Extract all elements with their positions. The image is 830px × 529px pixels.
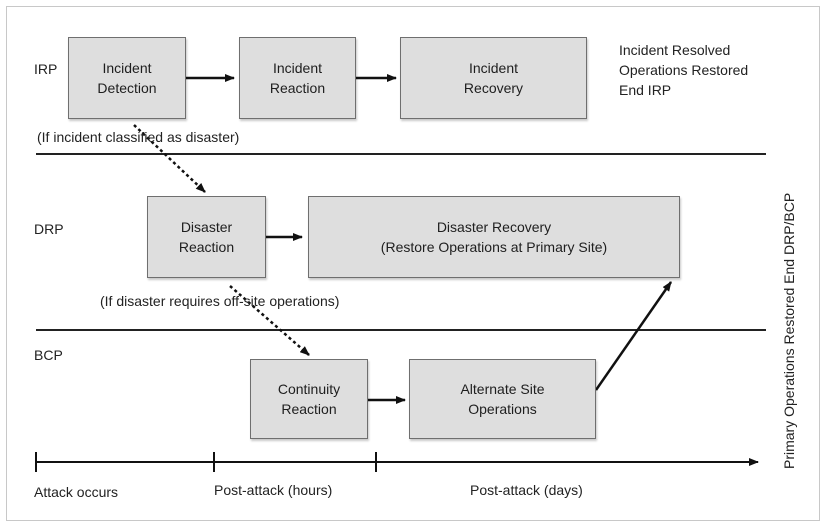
- continuity-reaction-label: Continuity Reaction: [277, 381, 341, 417]
- timeline-label-attack: Attack occurs: [34, 484, 119, 500]
- incident-reaction-label: Incident Reaction: [269, 60, 326, 96]
- incident-reaction-box: Incident Reaction: [239, 37, 356, 119]
- arrow-alternate-to-disaster-recovery: [594, 281, 673, 391]
- primary-operations-restored-note: Primary Operations Restored End DRP/BCP: [781, 192, 797, 469]
- incident-detection-box: Incident Detection: [68, 37, 186, 119]
- incident-classified-disaster-note: (If incident classified as disaster): [37, 129, 240, 145]
- dotted-arrow-incident-to-disaster: [133, 124, 206, 193]
- continuity-reaction-box: Continuity Reaction: [250, 359, 368, 439]
- lane-label-bcp: BCP: [34, 347, 63, 363]
- disaster-recovery-box: Disaster Recovery (Restore Operations at…: [308, 196, 680, 278]
- disaster-recovery-label: Disaster Recovery (Restore Operations at…: [380, 219, 608, 255]
- diagram-frame: [6, 6, 820, 521]
- incident-recovery-box: Incident Recovery: [400, 37, 587, 119]
- incident-recovery-label: Incident Recovery: [463, 60, 524, 96]
- irp-end-note: Incident Resolved Operations Restored En…: [619, 42, 749, 98]
- disaster-reaction-label: Disaster Reaction: [178, 219, 235, 255]
- disaster-offsite-note: (If disaster requires off-site operation…: [100, 293, 340, 309]
- lane-label-irp: IRP: [34, 61, 58, 77]
- timeline-label-hours: Post-attack (hours): [214, 482, 333, 498]
- incident-detection-label: Incident Detection: [97, 60, 157, 96]
- lane-label-drp: DRP: [34, 221, 64, 237]
- timeline-label-days: Post-attack (days): [470, 482, 583, 498]
- alternate-site-operations-box: Alternate Site Operations: [409, 359, 596, 439]
- disaster-reaction-box: Disaster Reaction: [147, 196, 266, 278]
- alternate-site-operations-label: Alternate Site Operations: [460, 381, 545, 417]
